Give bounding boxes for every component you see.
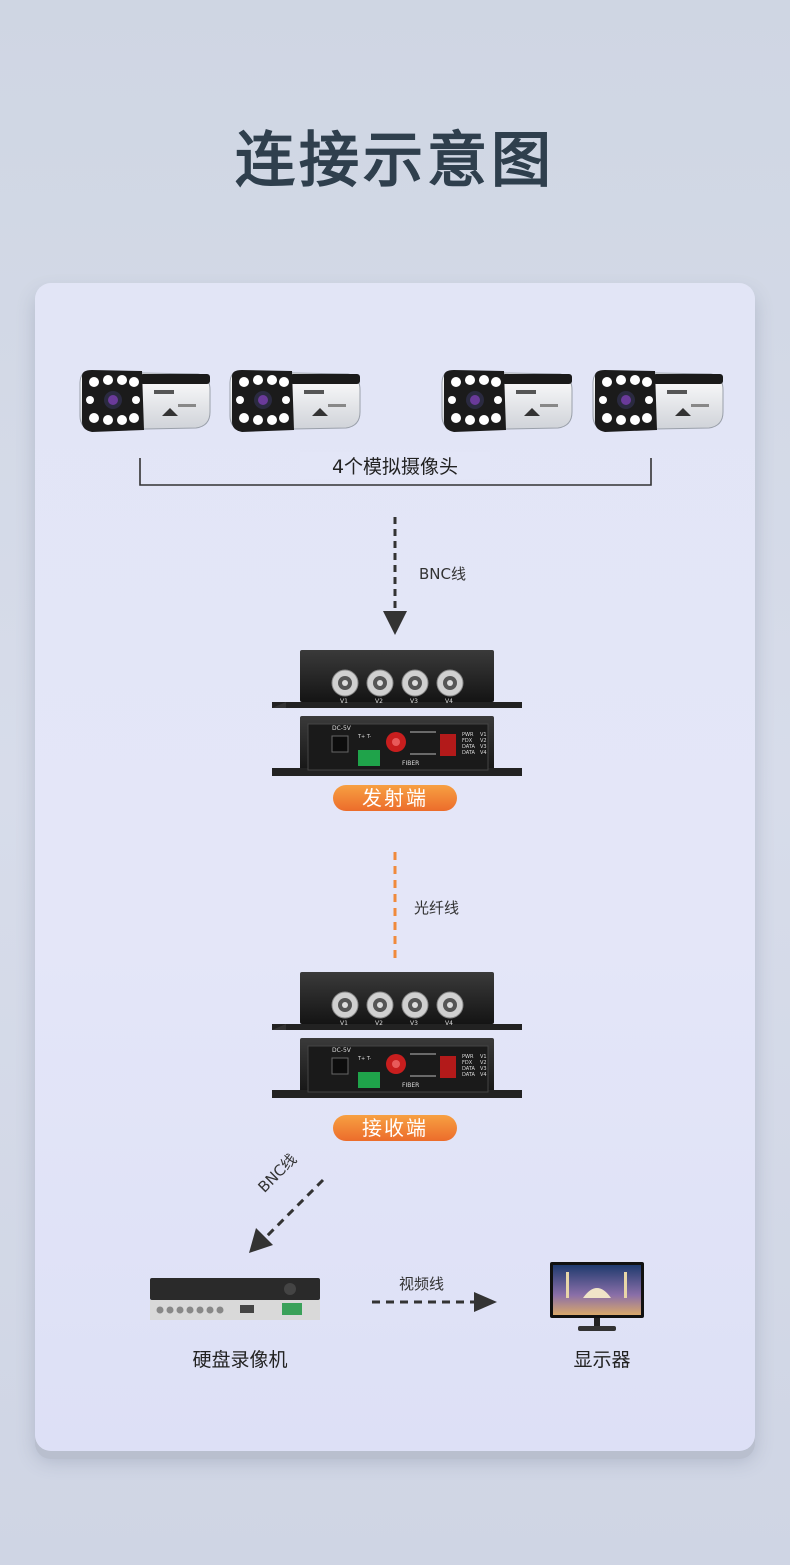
page-title: 连接示意图	[235, 126, 555, 196]
terminal-label: T+ T-	[358, 1056, 372, 1062]
cameras-label: 4个模拟摄像头	[300, 452, 490, 479]
camera-1	[79, 369, 211, 433]
port-label-v2: V2	[375, 1020, 383, 1027]
bnc-cable-label-top: BNC线	[419, 565, 466, 583]
camera-2	[229, 369, 361, 433]
receiver-badge: 接收端	[333, 1115, 457, 1141]
camera-bracket	[139, 458, 652, 486]
camera-4	[592, 369, 724, 433]
port-label-v1: V1	[340, 1020, 348, 1027]
arrow-head-down-icon	[383, 611, 407, 635]
fiber-port-label: FIBER	[402, 760, 420, 767]
port-label-v4: V4	[445, 698, 453, 705]
arrow-head-diagonal-icon	[249, 1228, 273, 1253]
fiber-port-label: FIBER	[402, 1082, 420, 1089]
port-label-v1: V1	[340, 698, 348, 705]
monitor-label: 显示器	[573, 1349, 631, 1371]
dvr-device	[150, 1278, 320, 1320]
port-label-v3: V3	[410, 1020, 418, 1027]
arrow-head-right-icon	[474, 1292, 497, 1312]
bnc-arrow-bottom	[260, 1178, 325, 1243]
terminal-label: T+ T-	[358, 734, 372, 740]
monitor-device	[550, 1262, 644, 1331]
dvr-label: 硬盘录像机	[192, 1349, 288, 1371]
transmitter-badge: 发射端	[333, 785, 457, 811]
port-label-v3: V3	[410, 698, 418, 705]
video-cable-label: 视频线	[399, 1275, 445, 1293]
fiber-cable-label: 光纤线	[414, 899, 460, 917]
port-label-v4: V4	[445, 1020, 453, 1027]
power-label: DC-5V	[332, 1047, 351, 1054]
power-label: DC-5V	[332, 725, 351, 732]
port-label-v2: V2	[375, 698, 383, 705]
camera-3	[441, 369, 573, 433]
